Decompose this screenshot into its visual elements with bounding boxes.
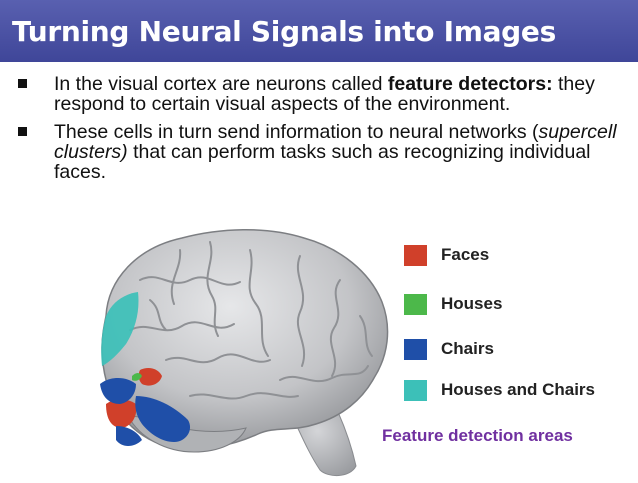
legend-label-houses-and-chairs: Houses and Chairs	[441, 380, 595, 399]
region-faces-1	[138, 368, 162, 386]
slide-title: Turning Neural Signals into Images	[12, 14, 556, 48]
square-bullet-icon	[18, 79, 27, 88]
region-chairs-2	[135, 396, 191, 442]
legend-swatch-houses-and-chairs	[404, 379, 427, 401]
legend-swatch-houses	[404, 293, 427, 315]
square-bullet-icon	[18, 127, 27, 136]
legend-label-faces: Faces	[441, 245, 490, 264]
region-houses-and-chairs	[101, 292, 139, 366]
bullet-list: In the visual cortex are neurons called …	[18, 74, 618, 190]
legend-item-faces: Faces	[404, 244, 489, 266]
bullet-text-post: that can perform tasks such as recognizi…	[54, 141, 591, 183]
bullet-text-pre: In the visual cortex are neurons called	[54, 73, 388, 95]
legend-item-houses-and-chairs: Houses and Chairs	[404, 379, 595, 401]
brain-illustration	[70, 220, 400, 478]
bullet-text-pre: These cells in turn send information to …	[54, 121, 539, 143]
legend-swatch-chairs	[404, 338, 427, 360]
legend-item-chairs: Chairs	[404, 338, 494, 360]
region-chairs-1	[100, 378, 136, 404]
legend-label-houses: Houses	[441, 294, 503, 313]
brain-image	[100, 229, 389, 476]
brain-folds	[129, 241, 373, 400]
bullet-feature-detectors: In the visual cortex are neurons called …	[18, 74, 618, 114]
legend-label-chairs: Chairs	[441, 339, 494, 358]
title-bar: Turning Neural Signals into Images	[0, 0, 638, 62]
legend-swatch-faces	[404, 244, 427, 266]
legend-item-houses: Houses	[404, 293, 502, 315]
figure-caption: Feature detection areas	[382, 426, 573, 445]
region-chairs-3	[116, 426, 142, 446]
brain-stem	[291, 411, 357, 476]
bullet-text-italic: supercell clusters)	[54, 121, 617, 163]
region-houses	[132, 373, 142, 381]
bullet-text-post: they respond to certain visual aspects o…	[54, 73, 595, 115]
region-faces-2	[106, 399, 137, 428]
bullet-supercell-clusters: These cells in turn send information to …	[18, 122, 618, 182]
bullet-text-bold: feature detectors:	[387, 73, 553, 95]
